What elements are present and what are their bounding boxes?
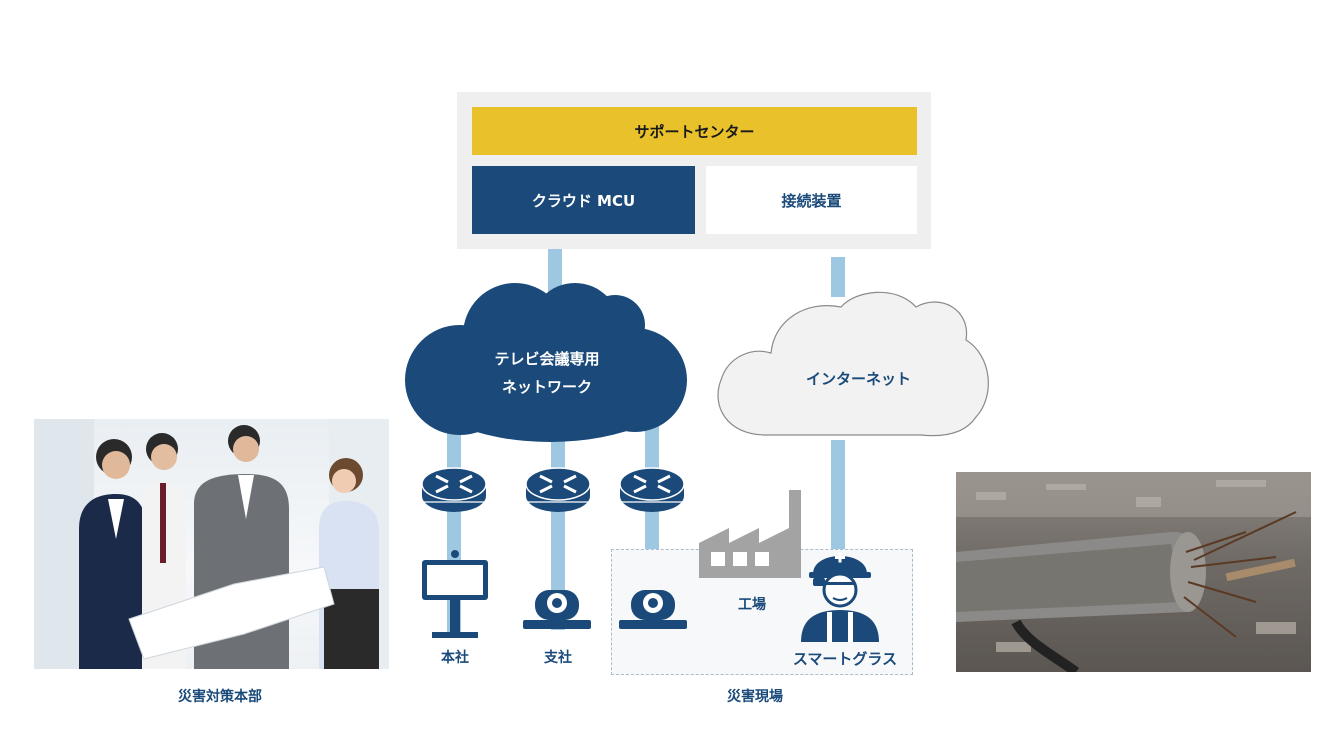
headquarters-label: 本社 (441, 650, 469, 666)
disaster-rubble-photo (956, 472, 1311, 672)
rubble-illustration (956, 472, 1311, 672)
video-network-line1: テレビ会議専用 (494, 350, 600, 368)
meeting-illustration (34, 419, 389, 669)
video-terminal-icon (422, 550, 488, 638)
smart-glasses-label: スマートグラス (792, 650, 898, 668)
video-network-cloud (405, 283, 687, 442)
connection-device-box: 接続装置 (706, 166, 917, 234)
disaster-site-caption: 災害現場 (727, 689, 783, 705)
room-camera-icon (523, 590, 591, 629)
video-network-line2: ネットワーク (501, 378, 592, 396)
room-camera-icon (619, 590, 687, 629)
video-network-label: テレビ会議専用 ネットワーク (462, 345, 632, 401)
factory-icon (699, 490, 801, 578)
line-device-to-internet (831, 257, 845, 297)
router-icon (619, 467, 685, 512)
router-icon (421, 467, 487, 512)
branch-label: 支社 (544, 650, 572, 666)
worker-helmet-icon (801, 552, 879, 642)
support-center-title: サポートセンター (472, 107, 917, 155)
internet-label: インターネット (805, 370, 911, 388)
internet-cloud (717, 291, 989, 437)
factory-label: 工場 (738, 597, 766, 613)
meeting-photo (34, 419, 389, 669)
line-internet-to-worker (831, 440, 845, 560)
cloud-mcu-box: クラウド MCU (472, 166, 695, 234)
disaster-hq-caption: 災害対策本部 (178, 689, 262, 705)
router-icon (525, 467, 591, 512)
